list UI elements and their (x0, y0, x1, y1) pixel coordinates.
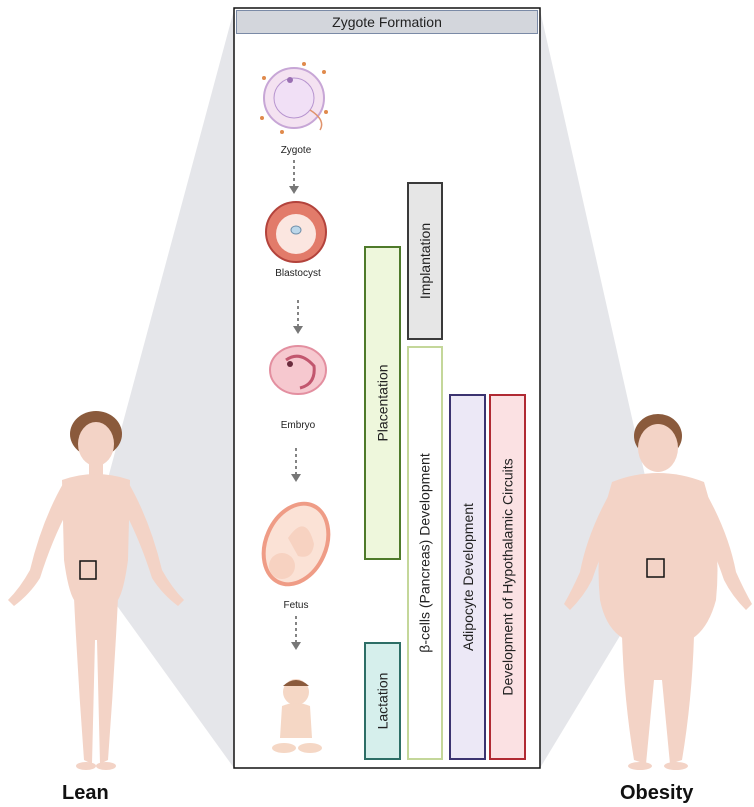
stage-label-zygote: Zygote (280, 145, 312, 156)
fetus-illustration (261, 501, 331, 587)
obesity-label: Obesity (620, 782, 694, 804)
hypothalamic-bar: Development of Hypothalamic Circuits (489, 394, 526, 760)
blastocyst-illustration (265, 201, 327, 263)
zygote-formation-header: Zygote Formation (236, 10, 538, 34)
beta-cells-bar: β-cells (Pancreas) Development (407, 346, 443, 760)
lean-person-figure (8, 411, 184, 770)
adipocyte-label: Adipocyte Development (459, 503, 476, 651)
hypothalamic-label: Development of Hypothalamic Circuits (499, 458, 516, 696)
lactation-bar: Lactation (364, 642, 401, 760)
obesity-person-figure (564, 414, 752, 770)
obesity-tissue-box (646, 558, 665, 578)
stage-label-embryo: Embryo (280, 420, 316, 431)
implantation-bar: Implantation (407, 182, 443, 340)
placentation-label: Placentation (374, 364, 391, 442)
beta-cells-label: β-cells (Pancreas) Development (417, 453, 433, 653)
lactation-label: Lactation (374, 672, 391, 730)
lean-label: Lean (62, 782, 109, 804)
zygote-illustration (260, 62, 328, 134)
adipocyte-bar: Adipocyte Development (449, 394, 486, 760)
progression-arrows (289, 160, 303, 650)
embryo-illustration (269, 345, 327, 395)
lean-tissue-box (79, 560, 97, 580)
baby-illustration (272, 679, 322, 753)
stage-label-fetus: Fetus (283, 600, 309, 611)
implantation-label: Implantation (417, 222, 433, 300)
placentation-bar: Placentation (364, 246, 401, 560)
stage-label-blastocyst: Blastocyst (275, 268, 321, 279)
